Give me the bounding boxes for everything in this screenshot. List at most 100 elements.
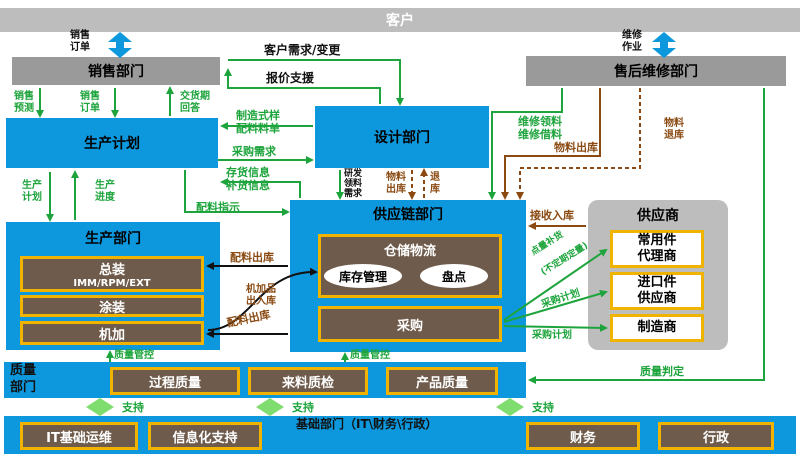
sales-forecast-2: 预测 — [14, 103, 34, 114]
material-return-2: 退库 — [664, 130, 684, 141]
process-quality-label: 过程质量 — [148, 375, 201, 391]
sales-dept-box: 销售部门 — [12, 57, 220, 85]
material-out-1: 物料 — [386, 172, 406, 183]
supplier-label: 供应商 — [637, 208, 679, 224]
design-dept-label: 设计部门 — [374, 130, 430, 146]
assembly-label: 总装 — [98, 263, 125, 278]
supplier-import-box: 进口件 供应商 — [610, 272, 704, 310]
assembly-box: 总装 IMM/RPM/EXT — [20, 256, 204, 292]
sales-order2-1: 销售 — [80, 91, 100, 102]
inventory-info-2: 补货信息 — [226, 179, 270, 192]
support3-label: 支持 — [532, 401, 554, 414]
quality-control2-label: 质量管控 — [350, 350, 390, 361]
assembly-sub-label: IMM/RPM/EXT — [73, 278, 151, 289]
supply-chain-dept-label: 供应链部门 — [373, 207, 443, 223]
it-support-label: 信息化支持 — [172, 430, 238, 446]
inventory-mgmt-oval: 库存管理 — [324, 264, 402, 288]
return-stock-1: 退 — [430, 172, 440, 183]
material-instruction-label: 配料指示 — [196, 201, 240, 214]
quote-support-line — [224, 68, 381, 104]
rd-material-1: 研发 — [344, 169, 363, 179]
sales-dept-label: 销售部门 — [88, 64, 144, 80]
it-support-box: 信息化支持 — [148, 422, 262, 450]
painting-label: 涂装 — [98, 300, 125, 316]
stocktake-oval: 盘点 — [420, 264, 488, 288]
it-ops-label: IT基础运维 — [46, 430, 112, 446]
admin-label: 行政 — [702, 430, 729, 446]
customer-label: 客户 — [386, 13, 414, 29]
admin-box: 行政 — [658, 422, 774, 450]
painting-box: 涂装 — [20, 295, 204, 317]
supplier-agent-box: 常用件 代理商 — [610, 230, 704, 268]
receive-in-label: 接收入库 — [530, 209, 574, 222]
it-ops-box: IT基础运维 — [20, 422, 138, 450]
repair-job-top-2: 作业 — [622, 42, 642, 53]
finance-label: 财务 — [569, 430, 596, 446]
material-out2-line — [501, 88, 601, 200]
incoming-inspection-label: 来料质检 — [281, 375, 334, 391]
supplier-agent-line2: 代理商 — [637, 249, 677, 264]
material-instruction-line — [184, 170, 290, 216]
delivery-reply-2: 回答 — [180, 103, 200, 114]
purchasing-box: 采购 — [318, 306, 502, 342]
repair-job-top-1: 维修 — [622, 30, 642, 41]
supplier-import-line2: 供应商 — [637, 291, 677, 306]
material-out-2: 出库 — [386, 184, 406, 195]
supplier-agent-line1: 常用件 — [637, 232, 677, 248]
repair-material-2: 维修借料 — [518, 128, 562, 141]
prod-plan-1: 生产 — [22, 180, 42, 191]
quality-dept-label-1: 质量 — [10, 363, 37, 378]
quality-control-label: 质量管控 — [114, 350, 154, 361]
material-out3-label: 配料出库 — [230, 251, 274, 264]
prod-progress-2: 进度 — [95, 192, 115, 203]
quality-dept-label-2: 部门 — [10, 380, 37, 395]
sales-forecast-1: 销售 — [14, 91, 34, 102]
repair-material-line — [488, 88, 563, 200]
support-diamonds — [86, 398, 524, 416]
sales-order2-2: 订单 — [80, 103, 100, 114]
prod-plan-2: 计划 — [22, 192, 42, 203]
delivery-reply-1: 交货期 — [180, 91, 210, 102]
sales-order-double-arrow — [108, 32, 132, 58]
inventory-info-line — [220, 178, 301, 198]
machined-parts-1: 机加品 — [246, 284, 276, 295]
customer-bar: 客户 — [0, 8, 800, 32]
inventory-mgmt-label: 库存管理 — [338, 269, 387, 284]
quality-judge-line — [528, 88, 765, 384]
purchasing-label: 采购 — [396, 318, 423, 334]
production-plan-box: 生产计划 — [6, 118, 218, 168]
material-return-line — [516, 88, 641, 200]
mfg-sample-1: 制造式样 — [236, 109, 280, 122]
customer-demand-line — [228, 59, 404, 106]
rd-material-2: 领料 — [344, 179, 363, 189]
sales-order-top-2: 订单 — [70, 42, 90, 53]
aftersales-dept-box: 售后维修部门 — [526, 56, 786, 86]
rd-material-3: 需求 — [344, 189, 363, 199]
support2-label: 支持 — [292, 401, 314, 414]
supplier-maker-label: 制造商 — [637, 319, 677, 335]
product-quality-label: 产品质量 — [415, 375, 468, 391]
stocktake-label: 盘点 — [441, 269, 466, 284]
return-stock-2: 库 — [430, 184, 440, 195]
repair-material-1: 维修领料 — [518, 115, 562, 128]
inventory-info-1: 存货信息 — [226, 166, 270, 179]
finance-box: 财务 — [526, 422, 640, 450]
machining-label: 机加 — [98, 327, 125, 343]
repair-job-double-arrow — [652, 32, 676, 58]
material-out2-label: 物料出库 — [554, 141, 598, 154]
quality-judge-label: 质量判定 — [640, 365, 684, 378]
support1-label: 支持 — [122, 401, 144, 414]
warehouse-label: 仓储物流 — [383, 244, 436, 259]
customer-demand-label: 客户需求/变更 — [264, 43, 341, 57]
purchase-plan2-label: 采购计划 — [532, 330, 572, 341]
machined-parts-line — [207, 267, 318, 331]
product-quality-box: 产品质量 — [386, 367, 498, 395]
incoming-inspection-box: 来料质检 — [248, 367, 368, 395]
production-plan-label: 生产计划 — [84, 136, 140, 152]
material-return-1: 物料 — [664, 118, 684, 129]
design-dept-box: 设计部门 — [315, 106, 489, 168]
infra-dept-label: 基础部门（IT\财务\行政） — [296, 417, 438, 431]
purchase-demand-label: 采购需求 — [232, 145, 276, 158]
